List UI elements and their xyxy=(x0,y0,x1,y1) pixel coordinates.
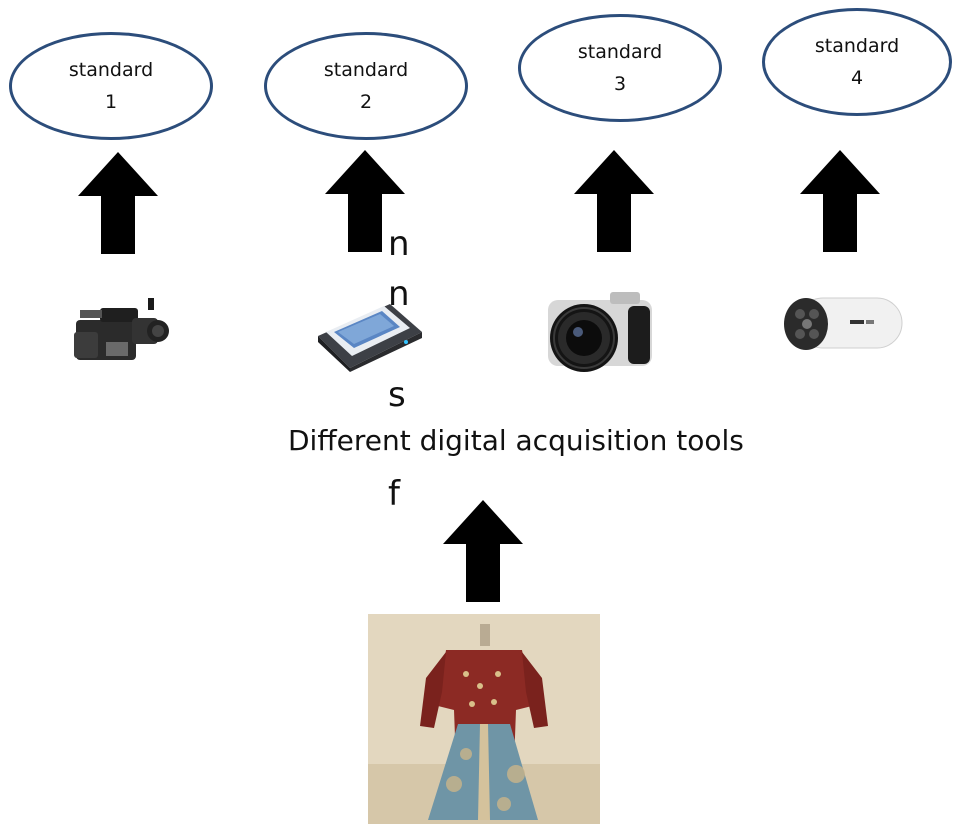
standard-4-number: 4 xyxy=(850,67,864,89)
standard-4-label: standard xyxy=(814,35,900,57)
side-fragment-2: n xyxy=(388,274,410,314)
standard-2-label: standard xyxy=(323,59,409,81)
up-arrow-3 xyxy=(574,150,654,252)
standard-3-number: 3 xyxy=(613,73,627,95)
standard-1-ellipse: standard 1 xyxy=(9,32,213,140)
dslr-camera-icon xyxy=(548,292,652,372)
standard-3-label: standard xyxy=(577,41,663,63)
bullet-camera-icon xyxy=(784,297,903,350)
up-arrow-center xyxy=(443,500,523,602)
up-arrow-2 xyxy=(325,150,405,252)
video-camera-icon xyxy=(74,298,169,360)
flatbed-scanner-icon xyxy=(318,304,422,372)
up-arrow-4 xyxy=(800,150,880,252)
standard-4-ellipse: standard 4 xyxy=(762,8,952,116)
standard-1-number: 1 xyxy=(104,91,118,113)
standard-2-ellipse: standard 2 xyxy=(264,32,468,140)
side-fragment-3: s xyxy=(388,375,406,415)
standard-2-number: 2 xyxy=(359,91,373,113)
side-fragment-1: n xyxy=(388,224,410,264)
side-fragment-4: f xyxy=(388,474,400,514)
acquisition-tools-caption: Different digital acquisition tools xyxy=(288,424,744,457)
standard-1-label: standard xyxy=(68,59,154,81)
standard-3-ellipse: standard 3 xyxy=(518,14,722,122)
garment-photo xyxy=(368,614,600,824)
up-arrow-1 xyxy=(78,152,158,254)
